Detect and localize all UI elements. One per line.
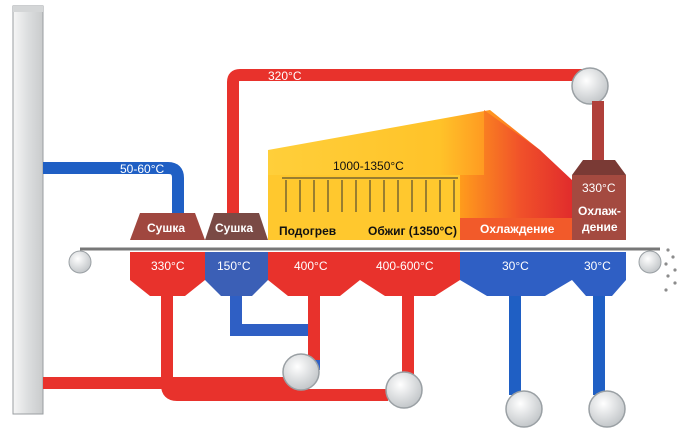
temp-firing-zone: 400-600°C [376,259,434,273]
cooling-stack-2 [572,175,626,222]
temp-preheat: 400°C [294,259,328,273]
drying-2-hood [205,213,268,240]
windbox-drying-2 [205,252,268,280]
label-cooling-2-line2: дение [582,220,618,234]
fan-preheat [282,353,320,391]
temp-cooling: 30°C [502,259,529,273]
temp-firing: 1000-1350°C [333,159,404,173]
temp-top-duct: 320°C [268,69,302,83]
top-fan [571,67,609,105]
fan-firing [385,371,423,409]
cooling-chamber [460,110,572,222]
burner-arrows [282,177,458,212]
drying-1-hood [130,213,205,240]
product-dots [664,248,677,292]
temp-exhaust-duct: 50-60°C [120,162,164,176]
label-drying-1: Сушка [147,221,185,235]
exhaust-duct [43,162,184,215]
windbox-preheat [268,252,360,280]
windbox-drying-1 [130,252,205,280]
temp-drying-1: 330°C [151,259,185,273]
label-cooling: Охлаждение [480,222,555,236]
fan-cooling-2 [588,390,626,428]
label-drying-2: Сушка [215,221,253,235]
windbox-cooling [460,252,572,280]
temp-drying-2: 150°C [217,259,251,273]
chimney [12,5,44,415]
furnace-chamber [268,175,460,222]
temp-cooling-2: 30°C [584,259,611,273]
temp-cooling-2-top: 330°C [582,181,616,195]
fan-cooling [505,390,543,428]
windbox-firing [360,252,460,280]
label-firing: Обжиг (1350°C) [368,224,457,238]
top-hot-duct [227,69,590,215]
windbox-cooling-2 [572,252,626,280]
label-preheat: Подогрев [279,224,336,238]
label-cooling-2-line1: Охлаж- [578,204,621,218]
chimney-top [13,6,43,12]
